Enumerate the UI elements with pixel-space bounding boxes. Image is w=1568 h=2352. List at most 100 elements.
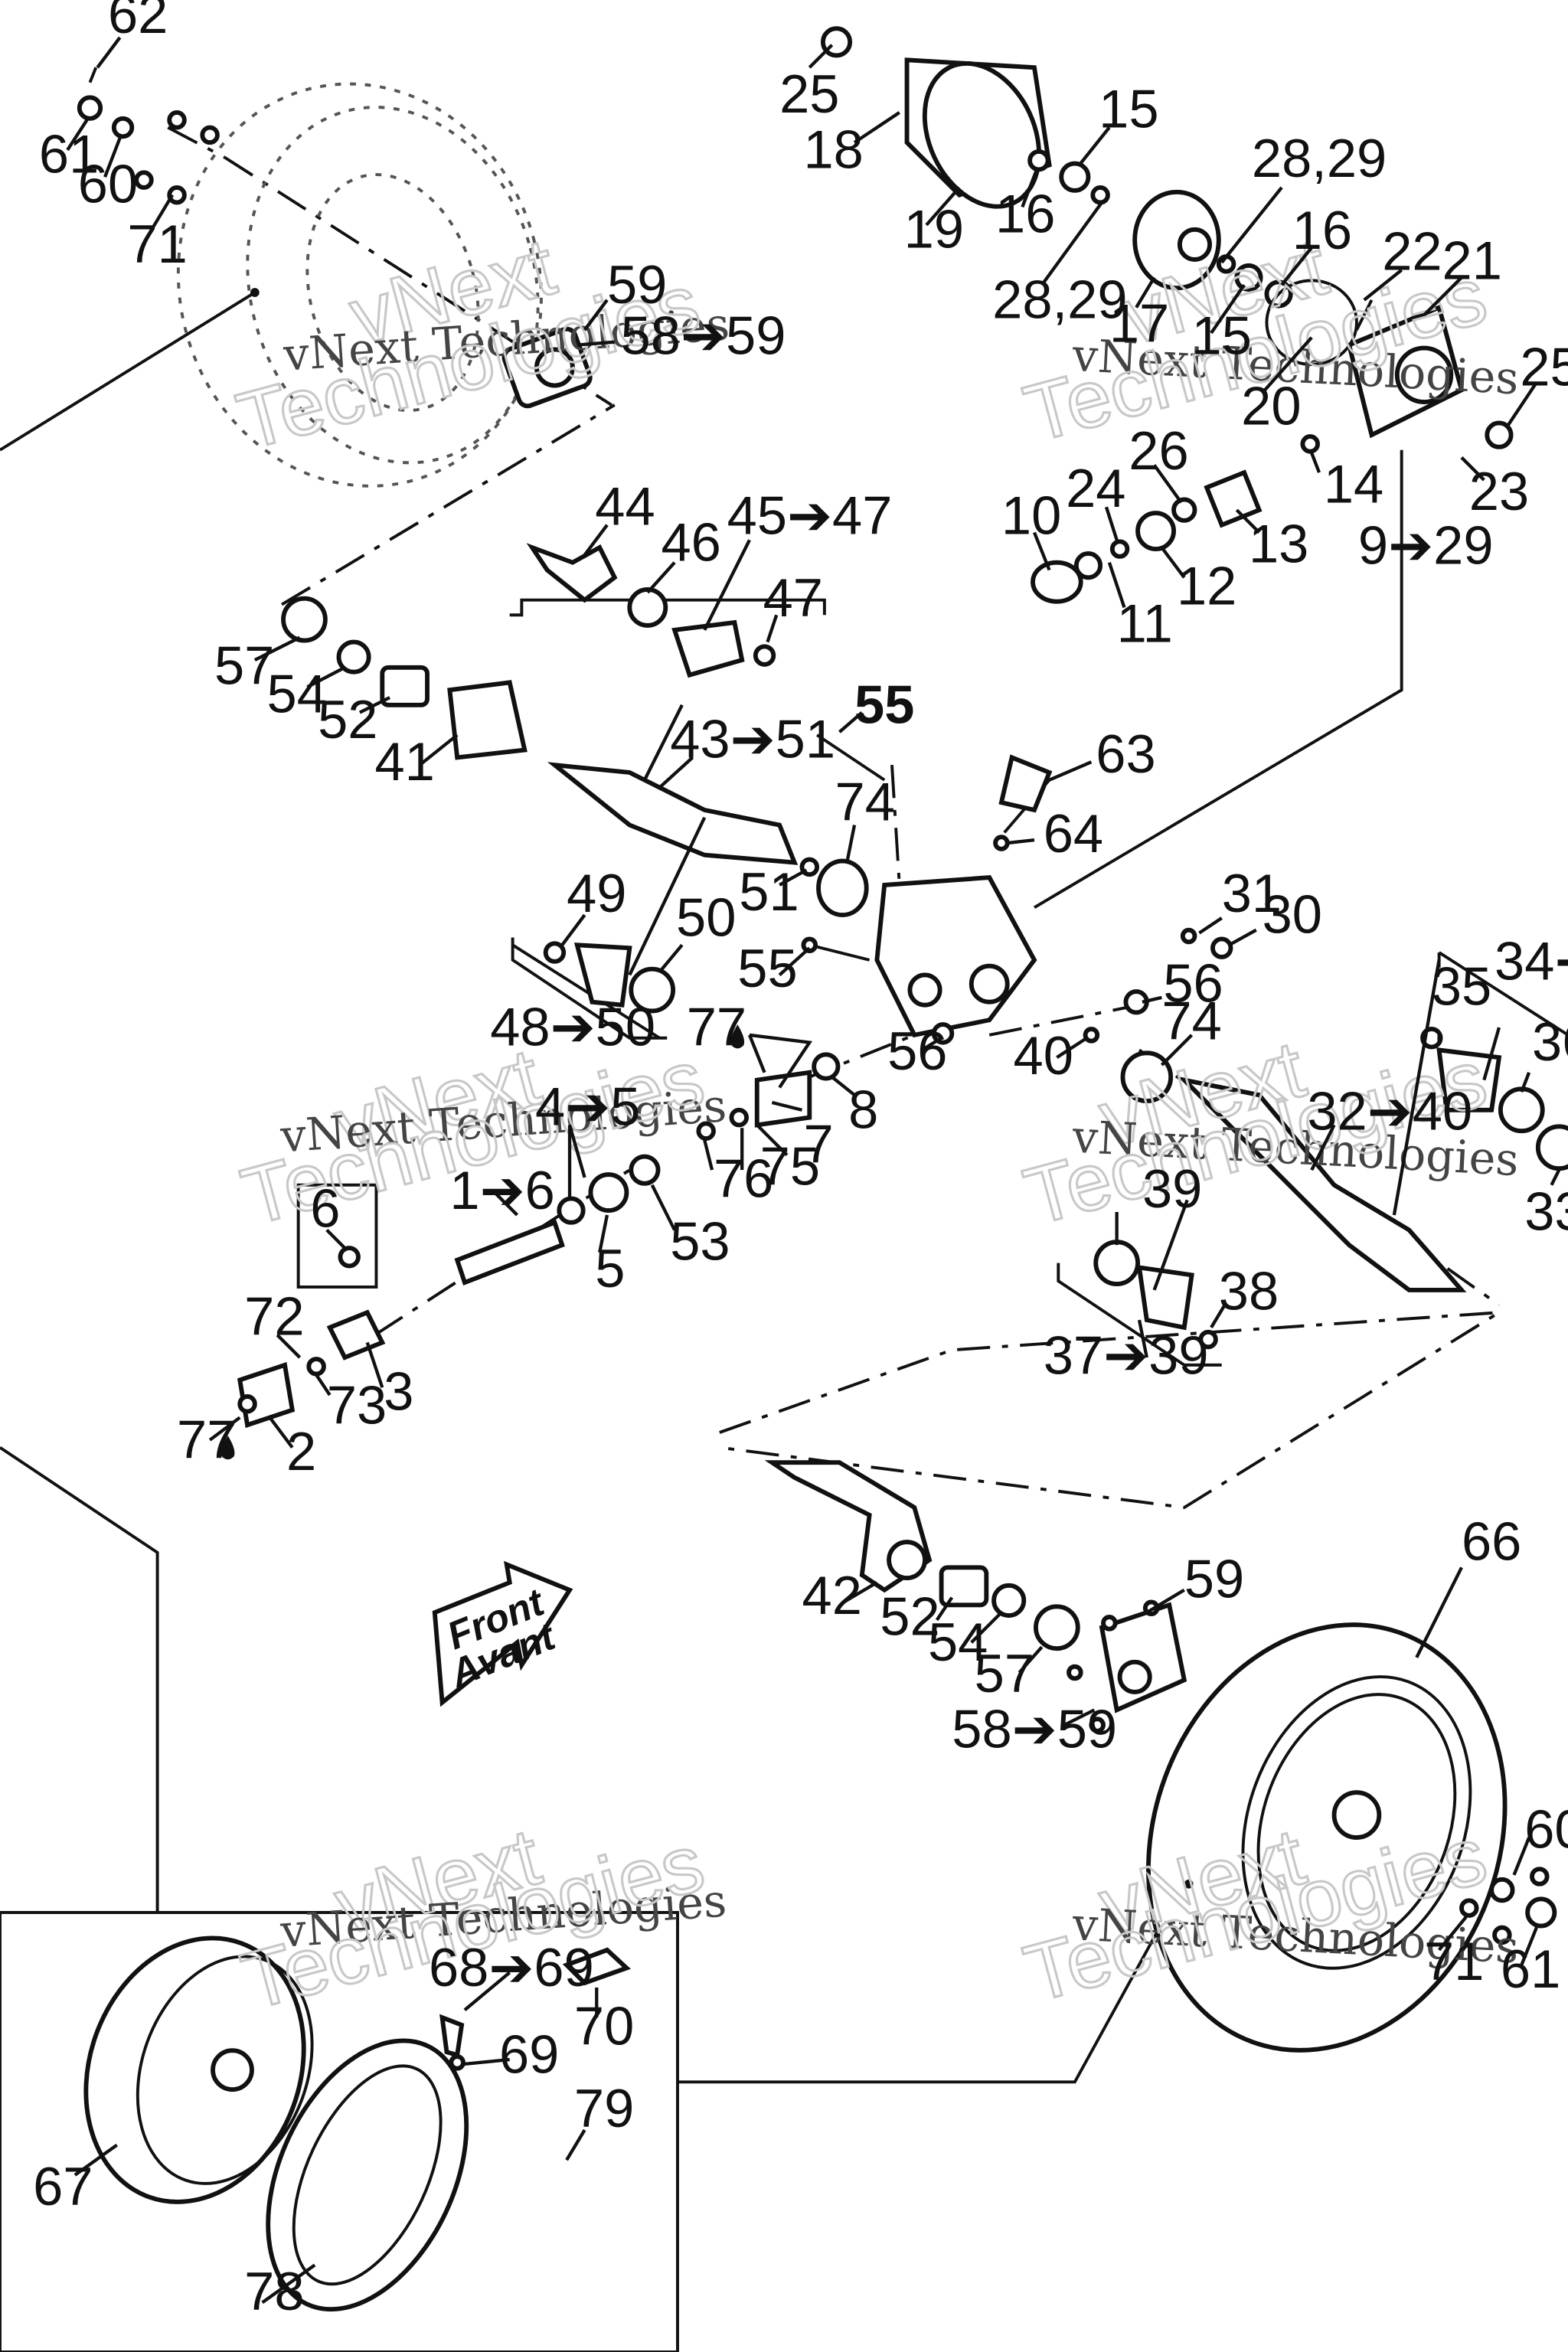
callout-labels: 62 61 60 71 59 58➔59 25 18 19 15 16 28,2… [33, 0, 1568, 2321]
callout-55: 55 [737, 938, 797, 998]
callout-1-6: 1➔6 [449, 1160, 554, 1220]
callout-79: 79 [574, 2078, 634, 2138]
callout-16: 16 [995, 184, 1055, 244]
wheel-hub-upper [77, 67, 593, 409]
callout-37-39: 37➔39 [1044, 1325, 1209, 1386]
callout-31: 31 [1222, 863, 1282, 923]
rim-and-beadlock [83, 1936, 631, 2312]
callout-17: 17 [1109, 293, 1169, 354]
callout-4-5: 4➔5 [535, 1076, 640, 1136]
callout-48-50: 48➔50 [490, 997, 655, 1057]
callout-69: 69 [499, 2024, 559, 2085]
callout-26: 26 [1129, 420, 1188, 481]
callout-36: 36 [1532, 1011, 1568, 1072]
callout-11: 11 [1117, 593, 1173, 654]
callout-23: 23 [1469, 461, 1529, 521]
callout-10: 10 [1001, 485, 1061, 545]
callout-58-59: 58➔59 [621, 305, 786, 365]
cv-axle-upper [281, 543, 1053, 918]
callout-57: 57 [214, 635, 274, 695]
callout-16: 16 [1292, 200, 1352, 260]
callout-24: 24 [1066, 458, 1125, 518]
callout-75: 75 [760, 1136, 820, 1197]
front-wheel-tire [1146, 1622, 1557, 2053]
callout-71: 71 [1424, 1931, 1484, 1991]
callout-61: 61 [1501, 1939, 1560, 1999]
knuckle-lower [764, 1460, 1187, 1733]
callout-63: 63 [1096, 724, 1155, 784]
callout-20: 20 [1241, 375, 1301, 436]
callout-46: 46 [661, 512, 720, 573]
callout-56: 56 [887, 1021, 947, 1081]
callout-42: 42 [802, 1565, 861, 1625]
callout-15: 15 [1099, 79, 1158, 139]
callout-60: 60 [78, 153, 138, 214]
callout-50: 50 [676, 887, 736, 948]
callout-34-36: 34➔3 [1494, 930, 1568, 991]
callout-43-51: 43➔51 [670, 708, 835, 769]
callout-74: 74 [835, 772, 895, 832]
callout-72: 72 [244, 1286, 304, 1347]
callout-59: 59 [1184, 1549, 1244, 1609]
callout-39: 39 [1142, 1158, 1202, 1219]
leader-lines [66, 36, 1561, 2305]
callout-59: 59 [607, 254, 667, 315]
callout-30: 30 [1263, 884, 1322, 945]
callout-14: 14 [1324, 453, 1383, 514]
callout-12: 12 [1177, 556, 1236, 616]
callout-68-69: 68➔69 [429, 1937, 594, 1998]
callout-64: 64 [1044, 803, 1103, 864]
callout-74: 74 [1161, 991, 1221, 1051]
callout-21: 21 [1442, 230, 1502, 290]
propshaft [237, 1052, 841, 1429]
callout-35: 35 [1432, 956, 1491, 1017]
callout-45-47: 45➔47 [727, 485, 893, 545]
callout-58-59: 58➔59 [952, 1698, 1117, 1759]
callout-67: 67 [33, 2156, 93, 2216]
callout-28-29: 28,29 [1252, 128, 1387, 188]
callout-53: 53 [670, 1211, 730, 1272]
callout-76: 76 [714, 1148, 773, 1208]
callout-54: 54 [267, 664, 327, 724]
callout-41: 41 [374, 731, 434, 792]
callout-52: 52 [880, 1586, 939, 1646]
callout-73: 73 [327, 1374, 387, 1435]
callout-3: 3 [384, 1361, 413, 1422]
callout-40: 40 [1014, 1025, 1073, 1086]
pinion-parts [1031, 434, 1320, 604]
callout-44: 44 [595, 476, 655, 537]
boot-kit-left [543, 941, 676, 1014]
front-differential [801, 875, 1233, 1045]
callout-52: 52 [318, 689, 377, 750]
callout-5: 5 [595, 1238, 625, 1298]
oil-drop-icon [220, 1435, 235, 1460]
callout-13: 13 [1249, 514, 1308, 574]
callout-28-29: 28,29 [992, 269, 1127, 329]
callout-18: 18 [803, 119, 863, 179]
callout-62: 62 [108, 0, 168, 44]
differential-housing-upper [820, 26, 1514, 449]
callout-7: 7 [803, 1113, 833, 1174]
oil-drop-icon [730, 1024, 745, 1049]
front-direction-arrow: Front Avant [432, 1560, 573, 1707]
callout-19: 19 [904, 198, 964, 259]
callout-66: 66 [1462, 1511, 1521, 1572]
callout-15: 15 [1192, 305, 1252, 365]
callout-8: 8 [848, 1079, 878, 1139]
callout-78: 78 [244, 2261, 304, 2321]
callout-22: 22 [1382, 221, 1442, 282]
callout-55: 55 [854, 674, 914, 734]
callout-56: 56 [1163, 953, 1223, 1014]
callout-60: 60 [1524, 1799, 1568, 1860]
callout-57: 57 [975, 1643, 1034, 1704]
callout-47: 47 [763, 567, 823, 628]
callout-54: 54 [928, 1612, 988, 1672]
callout-70: 70 [574, 1995, 634, 2056]
callout-38: 38 [1219, 1260, 1279, 1321]
callout-71: 71 [127, 214, 187, 274]
callout-33: 33 [1524, 1181, 1568, 1242]
callout-6: 6 [310, 1178, 340, 1239]
callout-9-29: 9➔29 [1358, 515, 1494, 576]
cv-axle-right [1083, 1027, 1568, 1350]
